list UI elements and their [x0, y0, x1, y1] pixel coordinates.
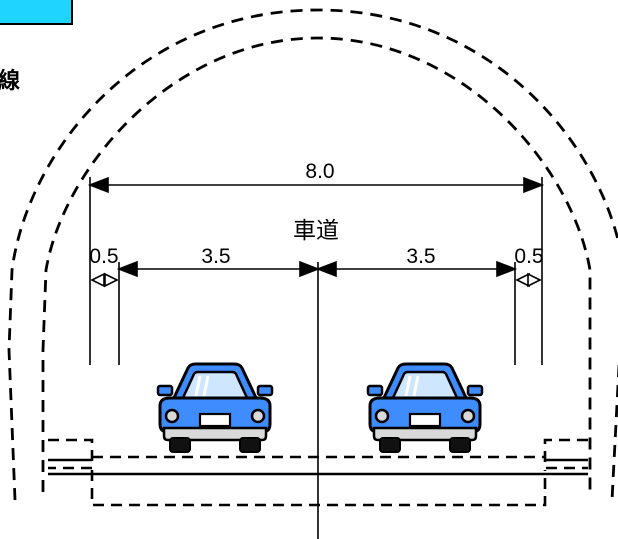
arrowhead-icon	[116, 260, 138, 278]
right-sidewalk-outline	[543, 438, 588, 470]
side-label: 線	[0, 68, 20, 94]
arrowhead-icon	[299, 260, 321, 278]
arrowhead-icon	[523, 176, 545, 194]
left-lane-value: 3.5	[201, 245, 230, 268]
arrowhead-icon	[90, 272, 105, 288]
right-lane-value: 3.5	[406, 245, 435, 268]
arrowhead-icon	[496, 260, 518, 278]
left-offset-value: 0.5	[89, 245, 118, 268]
tunnel-outer-arch	[7, 8, 618, 501]
arrowhead-icon	[87, 176, 109, 194]
tunnel-inner-arch	[41, 36, 592, 492]
dimension-lines	[87, 176, 545, 288]
header-tab	[0, 0, 73, 25]
total-width-value: 8.0	[305, 160, 334, 183]
arrowhead-icon	[315, 260, 337, 278]
reference-lines	[89, 177, 543, 539]
right-offset-value: 0.5	[514, 245, 543, 268]
tunnel-lining	[7, 8, 618, 501]
car-icon	[156, 362, 274, 454]
roadway-label: 車道	[293, 218, 339, 244]
arrowhead-icon	[527, 272, 542, 288]
left-sidewalk-outline	[48, 438, 94, 470]
arrowhead-icon	[104, 272, 119, 288]
car-icon	[366, 362, 484, 454]
